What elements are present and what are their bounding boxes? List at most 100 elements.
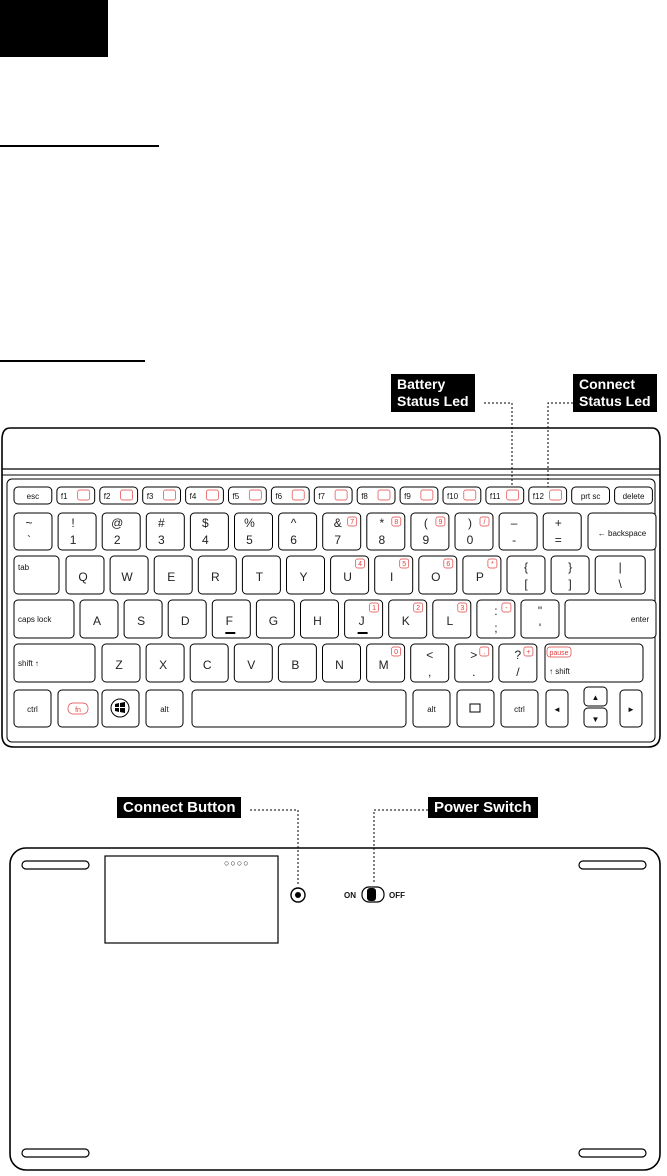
key-home-6-label: J [359,614,365,628]
key-home-9-top: : [494,604,497,618]
key-qwerty-3 [197,555,237,595]
key-qwerty-0-label: Q [78,570,87,584]
key-num-6-bottom: 6 [290,533,297,547]
key-f3-icon [163,489,176,501]
key-space-row-1 [57,689,99,728]
key-tab-label: tab [18,563,30,572]
key-num-6-top: ^ [291,516,297,530]
key-bottom-2 [189,643,229,683]
power-switch [361,886,385,903]
key-num-8-top: * [379,516,384,530]
key-num-8 [366,512,406,551]
key-f1-label: f1 [61,492,68,501]
key-num-9 [410,512,450,551]
key-bottom-6 [366,643,406,683]
key-prt-sc [571,486,611,505]
key-qwerty-8-label: O [431,570,440,584]
section-rule-2 [0,360,145,362]
key-arrow-left [545,689,569,728]
key-num-4-top: $ [202,516,209,530]
key-qwerty-9-label: P [476,570,484,584]
key-num-6 [278,512,318,551]
key-home-9 [476,599,516,639]
key-qwerty-11-bottom: ] [568,577,571,591]
key-num-4 [189,512,229,551]
key-f9-label: f9 [404,492,411,501]
key-num-7-sub: 7 [350,519,354,526]
key-f1-icon [77,489,91,501]
key-home-8-label: L [446,614,453,628]
key-num-10 [454,512,494,551]
key-f6-icon [291,489,305,501]
key-bottom-8 [454,643,494,683]
key-qwerty-9-sub-box [487,558,498,569]
key-qwerty-6-label: U [343,570,352,584]
pin-dots: ○○○○ [224,858,250,868]
windows-logo-icon [110,698,130,718]
key-space-row-7 [500,689,539,728]
key-f11-icon [506,489,520,501]
key-shift-right-label: ↑ shift [549,667,571,676]
key-home-10-bottom: ' [539,621,541,635]
key-qwerty-10-top: { [524,560,528,574]
key-esc [13,486,53,505]
power-switch-knob [367,888,376,901]
key-space-row-5 [412,689,451,728]
key-qwerty-12-bottom: \ [619,577,623,591]
key-bottom-7-top: < [426,648,433,662]
key-qwerty-11-top: } [568,560,572,574]
key-home-7-label: K [402,614,410,628]
key-num-12-bottom: = [555,533,562,547]
key-bottom-2-label: C [203,658,212,672]
key-home-2-label: D [181,614,190,628]
key-num-12 [542,512,582,551]
connect-leader-line [547,402,573,495]
key-num-7 [322,512,362,551]
key-home-5 [300,599,339,639]
arrow-left-icon: ◄ [553,705,561,714]
key-num-1-top: ! [71,516,74,530]
key-num-10-sub: / [484,519,486,526]
key-bottom-8-top: > [470,648,477,662]
key-f5-label: f5 [233,492,240,501]
key-caps-lock-label: caps lock [18,615,52,624]
key-num-12-top: + [555,516,562,530]
windows-logo-mark [115,702,125,713]
key-f2-label: f2 [104,492,111,501]
key-qwerty-6 [330,555,370,595]
key-f8-icon [377,489,391,501]
key-home-8 [432,599,472,639]
key-bottom-8-sub-box [479,646,490,657]
key-num-7-top: & [334,516,342,530]
key-num-9-bottom: 9 [423,533,430,547]
key-space-row-7-label: ctrl [514,705,525,714]
key-bottom-8-sub: . [483,649,485,656]
key-num-1 [57,512,97,551]
key-bottom-6-sub-box [391,646,401,657]
arrow-up-icon: ▲ [592,693,600,702]
key-bottom-1-label: X [159,658,167,672]
key-qwerty-9-sub: * [491,561,494,568]
connect-led-callout: Connect Status Led [573,374,657,412]
key-num-5-bottom: 5 [246,533,253,547]
key-home-1 [123,599,163,639]
key-bottom-0-label: Z [115,658,122,672]
key-num-2-top: @ [111,516,123,530]
key-delete [614,486,653,505]
key-bottom-4 [277,643,317,683]
key-delete-label: delete [623,492,645,501]
key-qwerty-10-bottom: [ [524,577,528,591]
key-num-5-top: % [244,516,255,530]
header-black-box [0,0,108,57]
power-switch-leader-line [373,809,428,882]
key-num-10-bottom: 0 [467,533,474,547]
key-num-2-bottom: 2 [114,533,121,547]
key-qwerty-0 [65,555,105,595]
key-home-6-sub-box [369,602,379,613]
key-num-11-bottom: - [512,533,516,547]
key-arrow-up [583,686,608,707]
key-space-row-3 [145,689,184,728]
key-f8-label: f8 [361,492,368,501]
key-f6-label: f6 [275,492,282,501]
